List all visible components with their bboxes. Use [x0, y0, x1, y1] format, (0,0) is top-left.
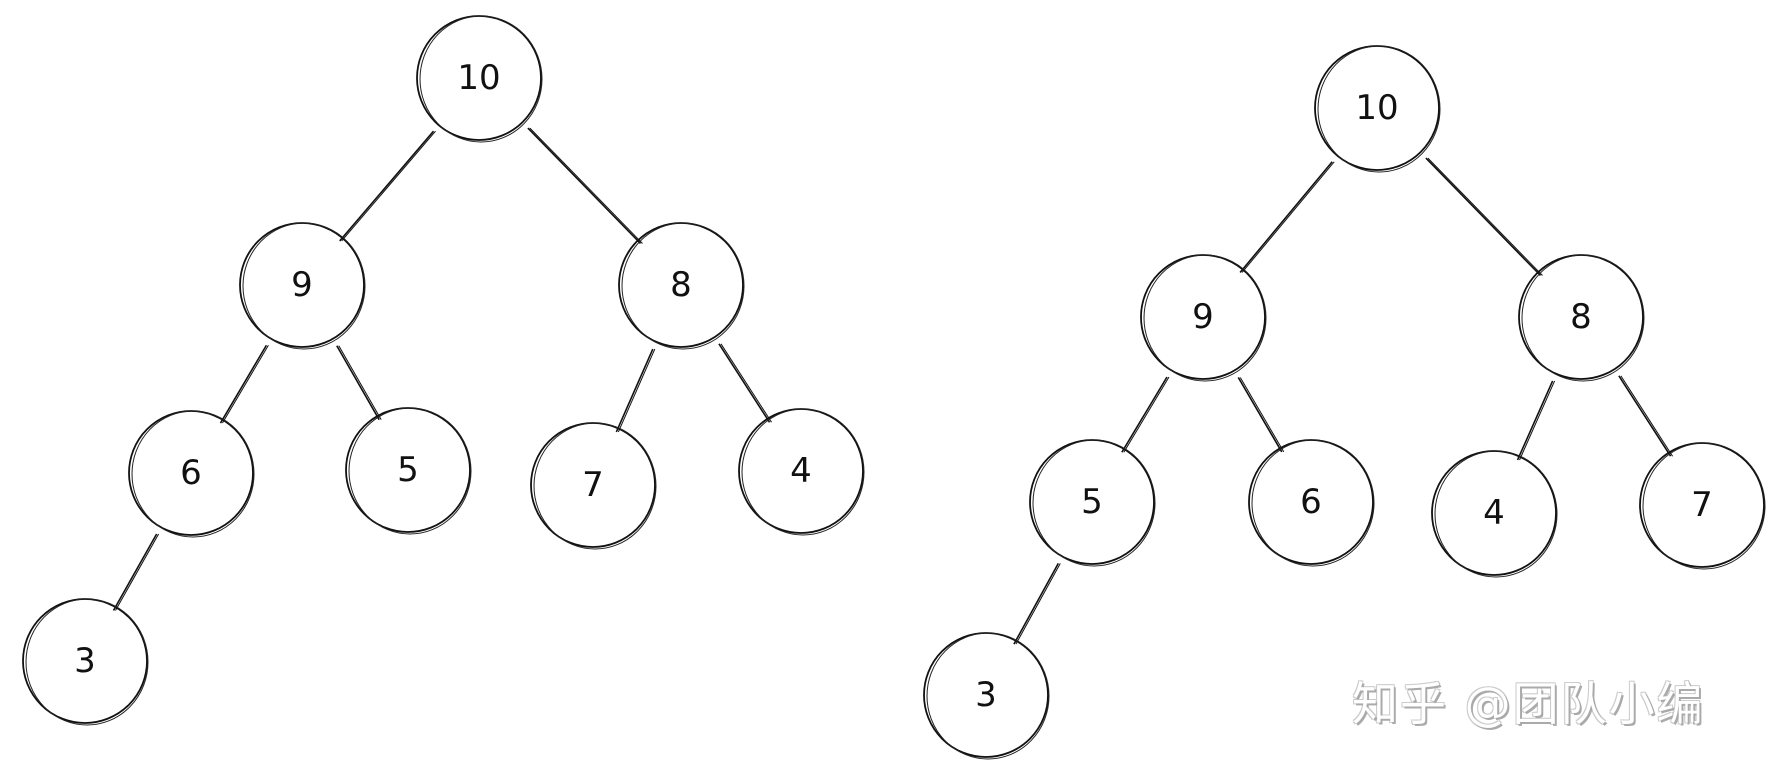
- tree-edge: [222, 345, 269, 424]
- tree-node: 10: [416, 15, 543, 143]
- node-label: 7: [1691, 485, 1713, 525]
- tree-node: 10: [1314, 45, 1441, 173]
- tree-edge: [527, 127, 642, 245]
- tree-edge: [615, 348, 654, 433]
- tree-node: 8: [1518, 254, 1645, 382]
- tree-edge: [112, 533, 158, 611]
- node-label: 5: [1081, 482, 1103, 522]
- tree-node: 5: [1029, 439, 1156, 567]
- tree-edge: [1241, 161, 1335, 273]
- watermark: 知乎 @团队小编: [1352, 677, 1705, 731]
- node-label: 7: [582, 465, 604, 505]
- tree-node: 9: [1140, 254, 1267, 382]
- tree-edge: [718, 343, 771, 423]
- node-label: 6: [1300, 482, 1322, 522]
- node-label: 3: [74, 641, 96, 681]
- tree-edge: [1121, 376, 1168, 453]
- node-label: 10: [457, 58, 500, 98]
- tree-edge: [1516, 380, 1554, 461]
- node-label: 8: [1570, 297, 1592, 337]
- tree-edge: [1620, 375, 1674, 457]
- tree-node: 5: [345, 407, 472, 535]
- node-label: 4: [790, 451, 812, 491]
- tree-edge: [1237, 377, 1283, 453]
- node-label: 3: [975, 675, 997, 715]
- tree-edge: [720, 343, 772, 423]
- node-label: 4: [1483, 493, 1505, 533]
- tree-edge: [1427, 157, 1543, 276]
- tree-edge: [1239, 377, 1285, 453]
- tree-edge: [339, 130, 435, 242]
- node-label: 10: [1355, 88, 1398, 128]
- tree-edge: [1239, 161, 1333, 273]
- tree-node: 9: [239, 222, 366, 350]
- tree-node: 3: [923, 632, 1050, 760]
- right-heap: 10 9 8 5 6 4 7 3: [923, 45, 1766, 760]
- tree-edge: [1618, 375, 1672, 457]
- tree-node: 7: [530, 422, 657, 550]
- node-label: 9: [291, 265, 313, 305]
- tree-edge: [336, 345, 380, 421]
- node-label: 8: [670, 265, 692, 305]
- tree-node: 8: [618, 222, 745, 350]
- tree-edge: [219, 344, 268, 424]
- tree-edge: [115, 533, 160, 611]
- node-label: 6: [180, 453, 202, 493]
- tree-node: 6: [128, 410, 255, 538]
- node-label: 5: [397, 450, 419, 490]
- node-label: 9: [1192, 297, 1214, 337]
- tree-edge: [341, 130, 436, 242]
- tree-node: 7: [1639, 442, 1766, 570]
- tree-edge: [1123, 376, 1170, 453]
- tree-edge: [1519, 380, 1556, 461]
- tree-node: 4: [738, 408, 865, 536]
- tree-edge: [1425, 157, 1542, 277]
- left-heap: 10 9 8 6 5 7 4 3: [22, 15, 865, 726]
- tree-edge: [1015, 563, 1061, 645]
- tree-node: 6: [1248, 439, 1375, 567]
- tree-edge: [617, 348, 656, 433]
- tree-edge: [1013, 562, 1060, 645]
- tree-edge: [338, 345, 382, 420]
- tree-node: 3: [22, 598, 149, 726]
- tree-edge: [529, 127, 643, 244]
- tree-node: 4: [1431, 450, 1558, 578]
